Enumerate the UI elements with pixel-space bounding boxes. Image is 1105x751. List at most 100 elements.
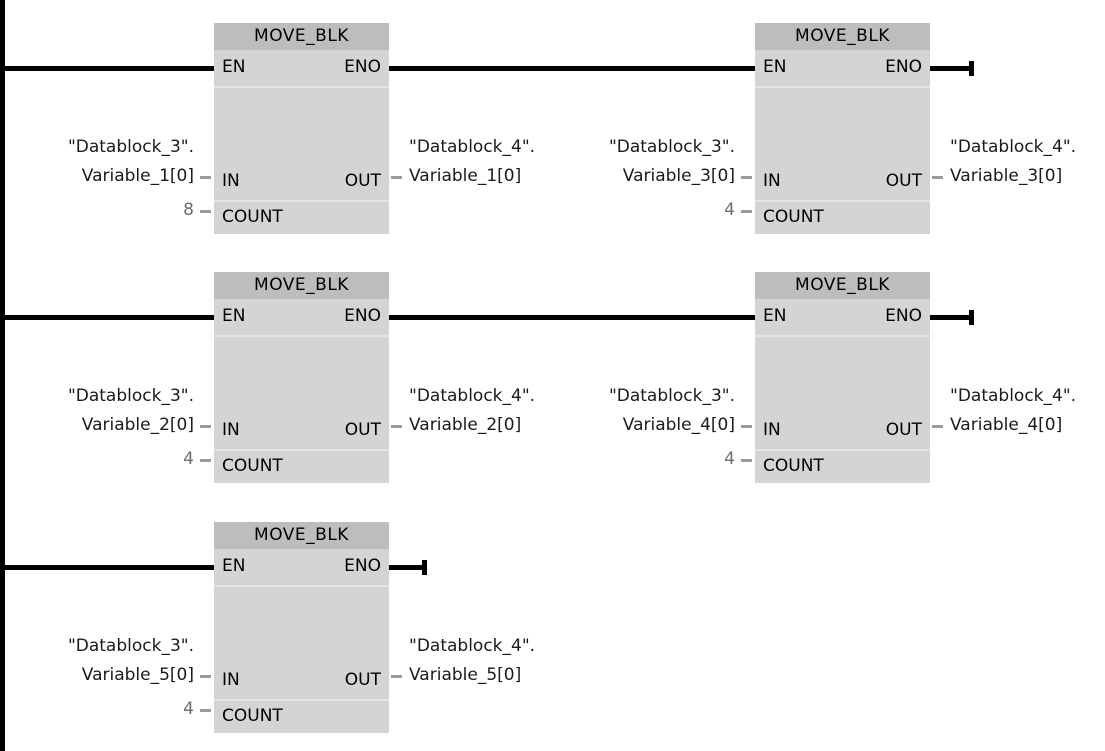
- operand-line-2: Variable_5[0]: [81, 665, 194, 685]
- operand-line-2: Variable_2[0]: [81, 415, 194, 435]
- block-in-out-row: IN OUT: [214, 415, 389, 451]
- block-count-row: COUNT: [755, 451, 930, 485]
- operand-line-2: Variable_4[0]: [622, 415, 735, 435]
- eno-terminator-3: [422, 560, 427, 575]
- block-body: IN OUT COUNT: [755, 88, 930, 234]
- pin-stub-count: [200, 210, 211, 213]
- operand-line-2: Variable_2[0]: [409, 415, 522, 435]
- operand-line-2: Variable_3[0]: [622, 166, 735, 186]
- function-block-move-blk[interactable]: MOVE_BLK EN ENO IN OUT COUNT: [755, 272, 930, 483]
- operand-line-1: "Datablock_4".: [409, 636, 536, 656]
- pin-out-label[interactable]: OUT: [344, 420, 381, 440]
- operand-out[interactable]: "Datablock_4". Variable_3[0]: [950, 133, 1076, 191]
- rung-wire-2-right[interactable]: [929, 315, 974, 320]
- eno-terminator-2: [969, 310, 974, 325]
- rung-wire-2-middle[interactable]: [387, 315, 757, 320]
- pin-in-label[interactable]: IN: [222, 171, 240, 191]
- block-en-row: EN ENO: [755, 50, 930, 88]
- pin-in-label[interactable]: IN: [222, 670, 240, 690]
- operand-count[interactable]: 4: [724, 449, 735, 469]
- pin-count-label[interactable]: COUNT: [222, 456, 283, 476]
- operand-out[interactable]: "Datablock_4". Variable_2[0]: [409, 382, 535, 440]
- pin-count-label[interactable]: COUNT: [222, 706, 283, 726]
- block-title: MOVE_BLK: [755, 23, 930, 50]
- operand-count[interactable]: 4: [183, 699, 194, 719]
- operand-in[interactable]: "Datablock_3". Variable_3[0]: [541, 133, 735, 191]
- pin-en-label[interactable]: EN: [222, 556, 246, 576]
- pin-eno-label[interactable]: ENO: [344, 556, 381, 576]
- block-in-out-row: IN OUT: [755, 166, 930, 202]
- pin-out-label[interactable]: OUT: [885, 420, 922, 440]
- block-en-row: EN ENO: [214, 50, 389, 88]
- block-title: MOVE_BLK: [214, 522, 389, 549]
- pin-stub-out: [932, 425, 943, 428]
- operand-count[interactable]: 4: [183, 449, 194, 469]
- block-count-row: COUNT: [755, 202, 930, 236]
- pin-eno-label[interactable]: ENO: [885, 57, 922, 77]
- pin-out-label[interactable]: OUT: [344, 171, 381, 191]
- pin-en-label[interactable]: EN: [763, 306, 787, 326]
- pin-in-label[interactable]: IN: [222, 420, 240, 440]
- block-count-row: COUNT: [214, 701, 389, 735]
- pin-stub-in: [741, 425, 752, 428]
- block-in-out-row: IN OUT: [214, 665, 389, 701]
- operand-line-2: Variable_4[0]: [950, 415, 1063, 435]
- pin-eno-label[interactable]: ENO: [344, 306, 381, 326]
- operand-in[interactable]: "Datablock_3". Variable_5[0]: [0, 632, 194, 690]
- block-title: MOVE_BLK: [214, 272, 389, 299]
- pin-out-label[interactable]: OUT: [885, 171, 922, 191]
- rung-wire-1-middle[interactable]: [387, 66, 757, 71]
- operand-out[interactable]: "Datablock_4". Variable_5[0]: [409, 632, 535, 690]
- operand-line-1: "Datablock_4".: [950, 137, 1077, 157]
- operand-count[interactable]: 4: [724, 200, 735, 220]
- function-block-move-blk[interactable]: MOVE_BLK EN ENO IN OUT COUNT: [214, 23, 389, 234]
- pin-count-label[interactable]: COUNT: [763, 456, 824, 476]
- block-en-row: EN ENO: [755, 299, 930, 337]
- block-count-row: COUNT: [214, 451, 389, 485]
- block-title: MOVE_BLK: [755, 272, 930, 299]
- rung-wire-3-left[interactable]: [0, 565, 216, 570]
- pin-count-label[interactable]: COUNT: [763, 207, 824, 227]
- operand-out[interactable]: "Datablock_4". Variable_4[0]: [950, 382, 1076, 440]
- rung-wire-1-left[interactable]: [0, 66, 216, 71]
- pin-eno-label[interactable]: ENO: [885, 306, 922, 326]
- block-en-row: EN ENO: [214, 549, 389, 587]
- block-in-out-row: IN OUT: [755, 415, 930, 451]
- rung-wire-2-left[interactable]: [0, 315, 216, 320]
- operand-line-1: "Datablock_3".: [67, 636, 194, 656]
- pin-count-label[interactable]: COUNT: [222, 207, 283, 227]
- pin-stub-out: [932, 176, 943, 179]
- pin-out-label[interactable]: OUT: [344, 670, 381, 690]
- block-body: IN OUT COUNT: [755, 337, 930, 483]
- pin-in-label[interactable]: IN: [763, 420, 781, 440]
- pin-en-label[interactable]: EN: [763, 57, 787, 77]
- pin-stub-in: [200, 675, 211, 678]
- pin-stub-in: [200, 425, 211, 428]
- pin-in-label[interactable]: IN: [763, 171, 781, 191]
- operand-in[interactable]: "Datablock_3". Variable_2[0]: [0, 382, 194, 440]
- operand-count[interactable]: 8: [183, 200, 194, 220]
- operand-out[interactable]: "Datablock_4". Variable_1[0]: [409, 133, 535, 191]
- operand-line-2: Variable_1[0]: [409, 166, 522, 186]
- power-rail: [0, 0, 5, 751]
- rung-wire-3-right[interactable]: [387, 565, 427, 570]
- block-body: IN OUT COUNT: [214, 587, 389, 733]
- pin-eno-label[interactable]: ENO: [344, 57, 381, 77]
- operand-line-1: "Datablock_4".: [409, 386, 536, 406]
- block-count-row: COUNT: [214, 202, 389, 236]
- operand-in[interactable]: "Datablock_3". Variable_4[0]: [541, 382, 735, 440]
- operand-line-2: Variable_3[0]: [950, 166, 1063, 186]
- pin-stub-count: [741, 210, 752, 213]
- rung-wire-1-right[interactable]: [929, 66, 974, 71]
- operand-line-1: "Datablock_4".: [950, 386, 1077, 406]
- function-block-move-blk[interactable]: MOVE_BLK EN ENO IN OUT COUNT: [214, 272, 389, 483]
- pin-en-label[interactable]: EN: [222, 306, 246, 326]
- function-block-move-blk[interactable]: MOVE_BLK EN ENO IN OUT COUNT: [755, 23, 930, 234]
- block-in-out-row: IN OUT: [214, 166, 389, 202]
- pin-en-label[interactable]: EN: [222, 57, 246, 77]
- function-block-move-blk[interactable]: MOVE_BLK EN ENO IN OUT COUNT: [214, 522, 389, 733]
- block-title: MOVE_BLK: [214, 23, 389, 50]
- operand-line-1: "Datablock_3".: [608, 137, 735, 157]
- operand-in[interactable]: "Datablock_3". Variable_1[0]: [0, 133, 194, 191]
- pin-stub-count: [741, 459, 752, 462]
